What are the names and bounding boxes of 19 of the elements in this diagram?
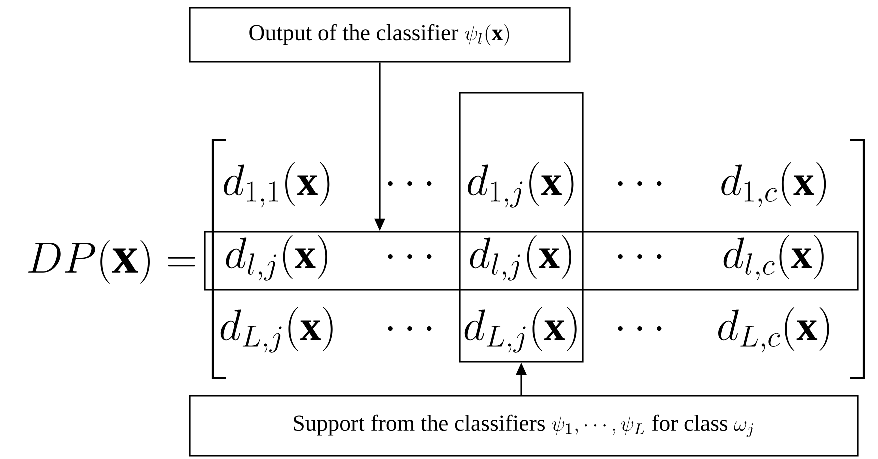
matrix-entry: $d_{1,c}(\mathbf{x})$ bbox=[722, 162, 826, 208]
highlight-frame bbox=[459, 92, 584, 363]
matrix-entry: $d_{L,j}(\mathbf{x})$ bbox=[464, 307, 577, 353]
matrix-entry: $d_{l,j}(\mathbf{x})$ bbox=[470, 235, 572, 281]
matrix-entry: $d_{1,1}(\mathbf{x})$ bbox=[224, 162, 330, 208]
matrix-entry: $d_{L,c}(\mathbf{x})$ bbox=[718, 307, 830, 353]
highlight-frame bbox=[204, 231, 859, 291]
matrix-entry: $d_{l,c}(\mathbf{x})$ bbox=[724, 235, 824, 281]
matrix-entry: $d_{l,j}(\mathbf{x})$ bbox=[226, 235, 328, 281]
text-box: $\textrm{Output of the classifier }\psi_l(\mathbf{x})$ bbox=[189, 7, 571, 63]
ellipsis: $\cdots$ bbox=[388, 254, 432, 260]
matrix-entry: $d_{1,j}(\mathbf{x})$ bbox=[468, 162, 574, 208]
text-box: $\textrm{Support from the classifiers }\psi_1,\cdots,\psi_L\textrm{ for class }\omega_j$ bbox=[189, 395, 859, 457]
ellipsis: $\cdots$ bbox=[388, 181, 432, 186]
ellipsis: $\cdots$ bbox=[618, 326, 662, 332]
matrix-entry: $d_{L,j}(\mathbf{x})$ bbox=[220, 307, 333, 353]
ellipsis: $\cdots$ bbox=[618, 254, 662, 260]
ellipsis: $\cdots$ bbox=[618, 181, 662, 186]
ellipsis: $\cdots$ bbox=[388, 326, 432, 332]
